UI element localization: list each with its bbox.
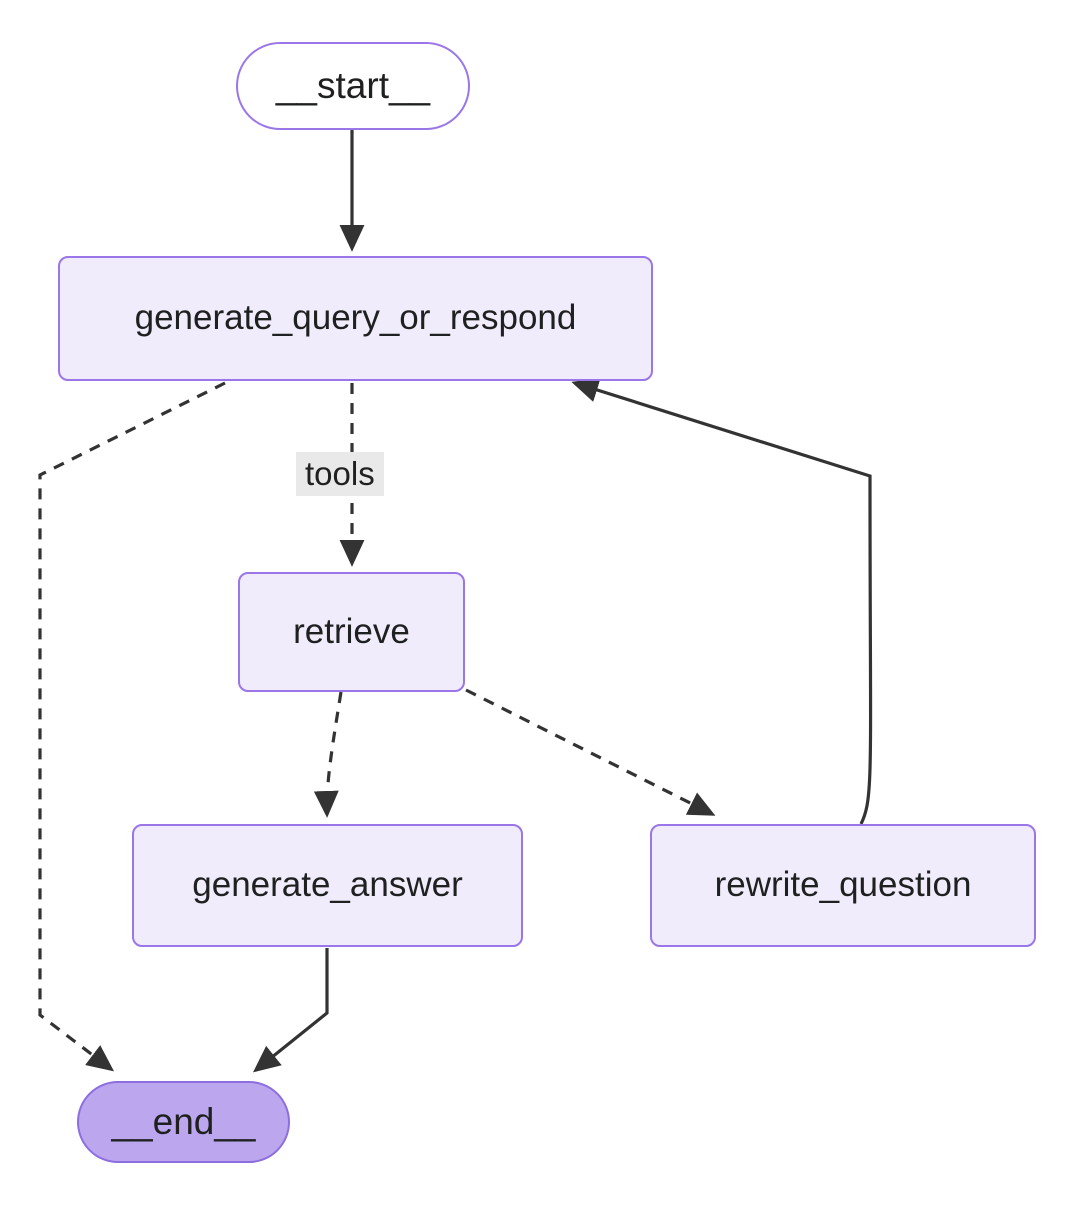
node-generate-answer-label: generate_answer xyxy=(192,865,463,905)
node-start[interactable]: __start__ xyxy=(236,42,470,130)
node-generate-answer[interactable]: generate_answer xyxy=(132,824,523,947)
node-rewrite-question-label: rewrite_question xyxy=(714,865,972,905)
edge-retrieve-to-rewrite-question xyxy=(465,688,716,816)
node-generate-query-or-respond[interactable]: generate_query_or_respond xyxy=(58,256,653,381)
node-start-label: __start__ xyxy=(275,64,431,106)
edge-label-tools: tools xyxy=(296,452,384,496)
edge-generate-answer-to-end xyxy=(253,948,329,1073)
node-rewrite-question[interactable]: rewrite_question xyxy=(650,824,1036,947)
node-retrieve-label: retrieve xyxy=(293,611,410,651)
node-generate-query-or-respond-label: generate_query_or_respond xyxy=(134,298,577,338)
edge-retrieve-to-generate-answer xyxy=(313,691,343,818)
node-end-label: __end__ xyxy=(111,1100,256,1142)
node-end[interactable]: __end__ xyxy=(77,1081,290,1163)
edge-rewrite-question-to-generate-query-or-respond xyxy=(571,378,873,825)
node-retrieve[interactable]: retrieve xyxy=(238,572,465,692)
edge-generate-query-or-respond-to-end xyxy=(38,381,226,1072)
